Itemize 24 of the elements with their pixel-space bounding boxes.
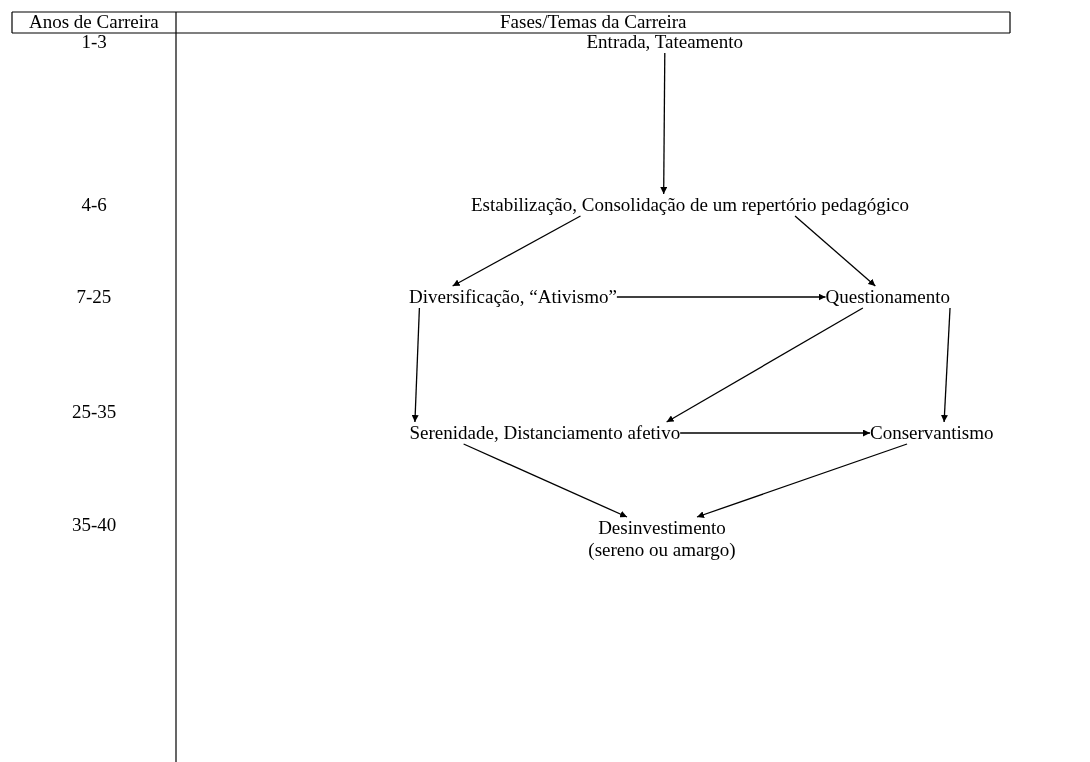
arrow <box>463 443 628 518</box>
arrow <box>794 215 876 287</box>
column-header: Anos de Carreira <box>29 11 159 33</box>
arrow <box>940 307 951 423</box>
phase-text: Conservantismo <box>870 422 994 444</box>
phase-text: Serenidade, Distanciamento afetivo <box>409 422 681 444</box>
phase-text: Entrada, Tateamento <box>586 31 744 53</box>
arrow <box>411 307 421 423</box>
phase-text: Diversificação, “Ativismo” <box>409 286 617 308</box>
phase-text: Desinvestimento (sereno ou amargo) <box>574 517 750 561</box>
year-range: 35-40 <box>72 514 117 536</box>
phase-text: Questionamento <box>825 286 951 308</box>
arrow <box>696 443 908 518</box>
arrow <box>660 52 668 195</box>
arrow <box>679 429 871 437</box>
column-header: Fases/Temas da Carreira <box>500 11 687 33</box>
arrow <box>452 215 582 287</box>
year-range: 4-6 <box>81 194 107 216</box>
year-range: 7-25 <box>76 286 112 308</box>
arrow <box>665 307 864 423</box>
year-range: 25-35 <box>72 401 117 423</box>
year-range: 1-3 <box>81 31 107 53</box>
phase-text: Estabilização, Consolidação de um repertório pedagógico <box>471 194 909 216</box>
arrow <box>616 293 827 301</box>
